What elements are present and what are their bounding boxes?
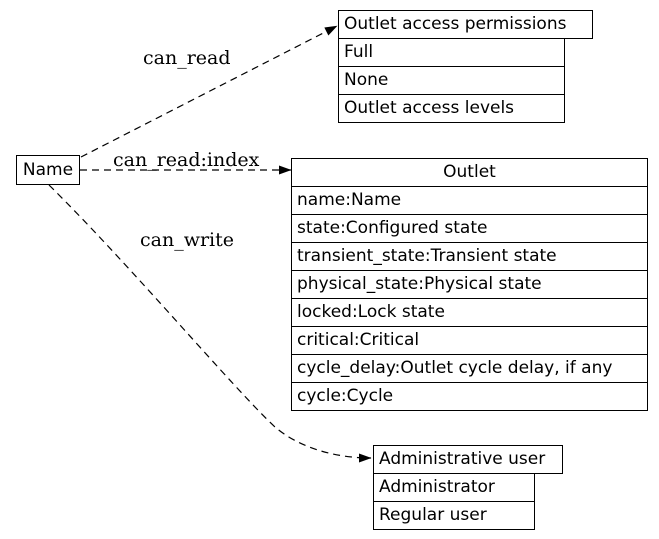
table-row: cycle:Cycle <box>291 382 648 411</box>
table-row: physical_state:Physical state <box>291 270 648 299</box>
administrative-user-header: Administrative user <box>373 445 563 474</box>
outlet-header: Outlet <box>291 158 648 187</box>
edge-label-can-write: can_write <box>140 229 235 251</box>
table-row: Full <box>338 38 565 67</box>
edge-label-can-read: can_read <box>143 47 231 69</box>
table-row: locked:Lock state <box>291 298 648 327</box>
outlet-access-permissions-header: Outlet access permissions <box>338 10 593 39</box>
node-name: Name <box>16 155 80 185</box>
table-row: critical:Critical <box>291 326 648 355</box>
table-row: state:Configured state <box>291 214 648 243</box>
table-row: name:Name <box>291 186 648 215</box>
edge-can-read-arrow <box>80 25 338 158</box>
table-row: Administrator <box>373 473 535 502</box>
table-row: transient_state:Transient state <box>291 242 648 271</box>
table-row: None <box>338 66 565 95</box>
table-row: Outlet access levels <box>338 94 565 123</box>
table-row: Regular user <box>373 501 535 530</box>
edge-label-can-read-index: can_read:index <box>113 149 260 171</box>
table-row: cycle_delay:Outlet cycle delay, if any <box>291 354 648 383</box>
edge-can-write-arrow <box>48 184 372 463</box>
